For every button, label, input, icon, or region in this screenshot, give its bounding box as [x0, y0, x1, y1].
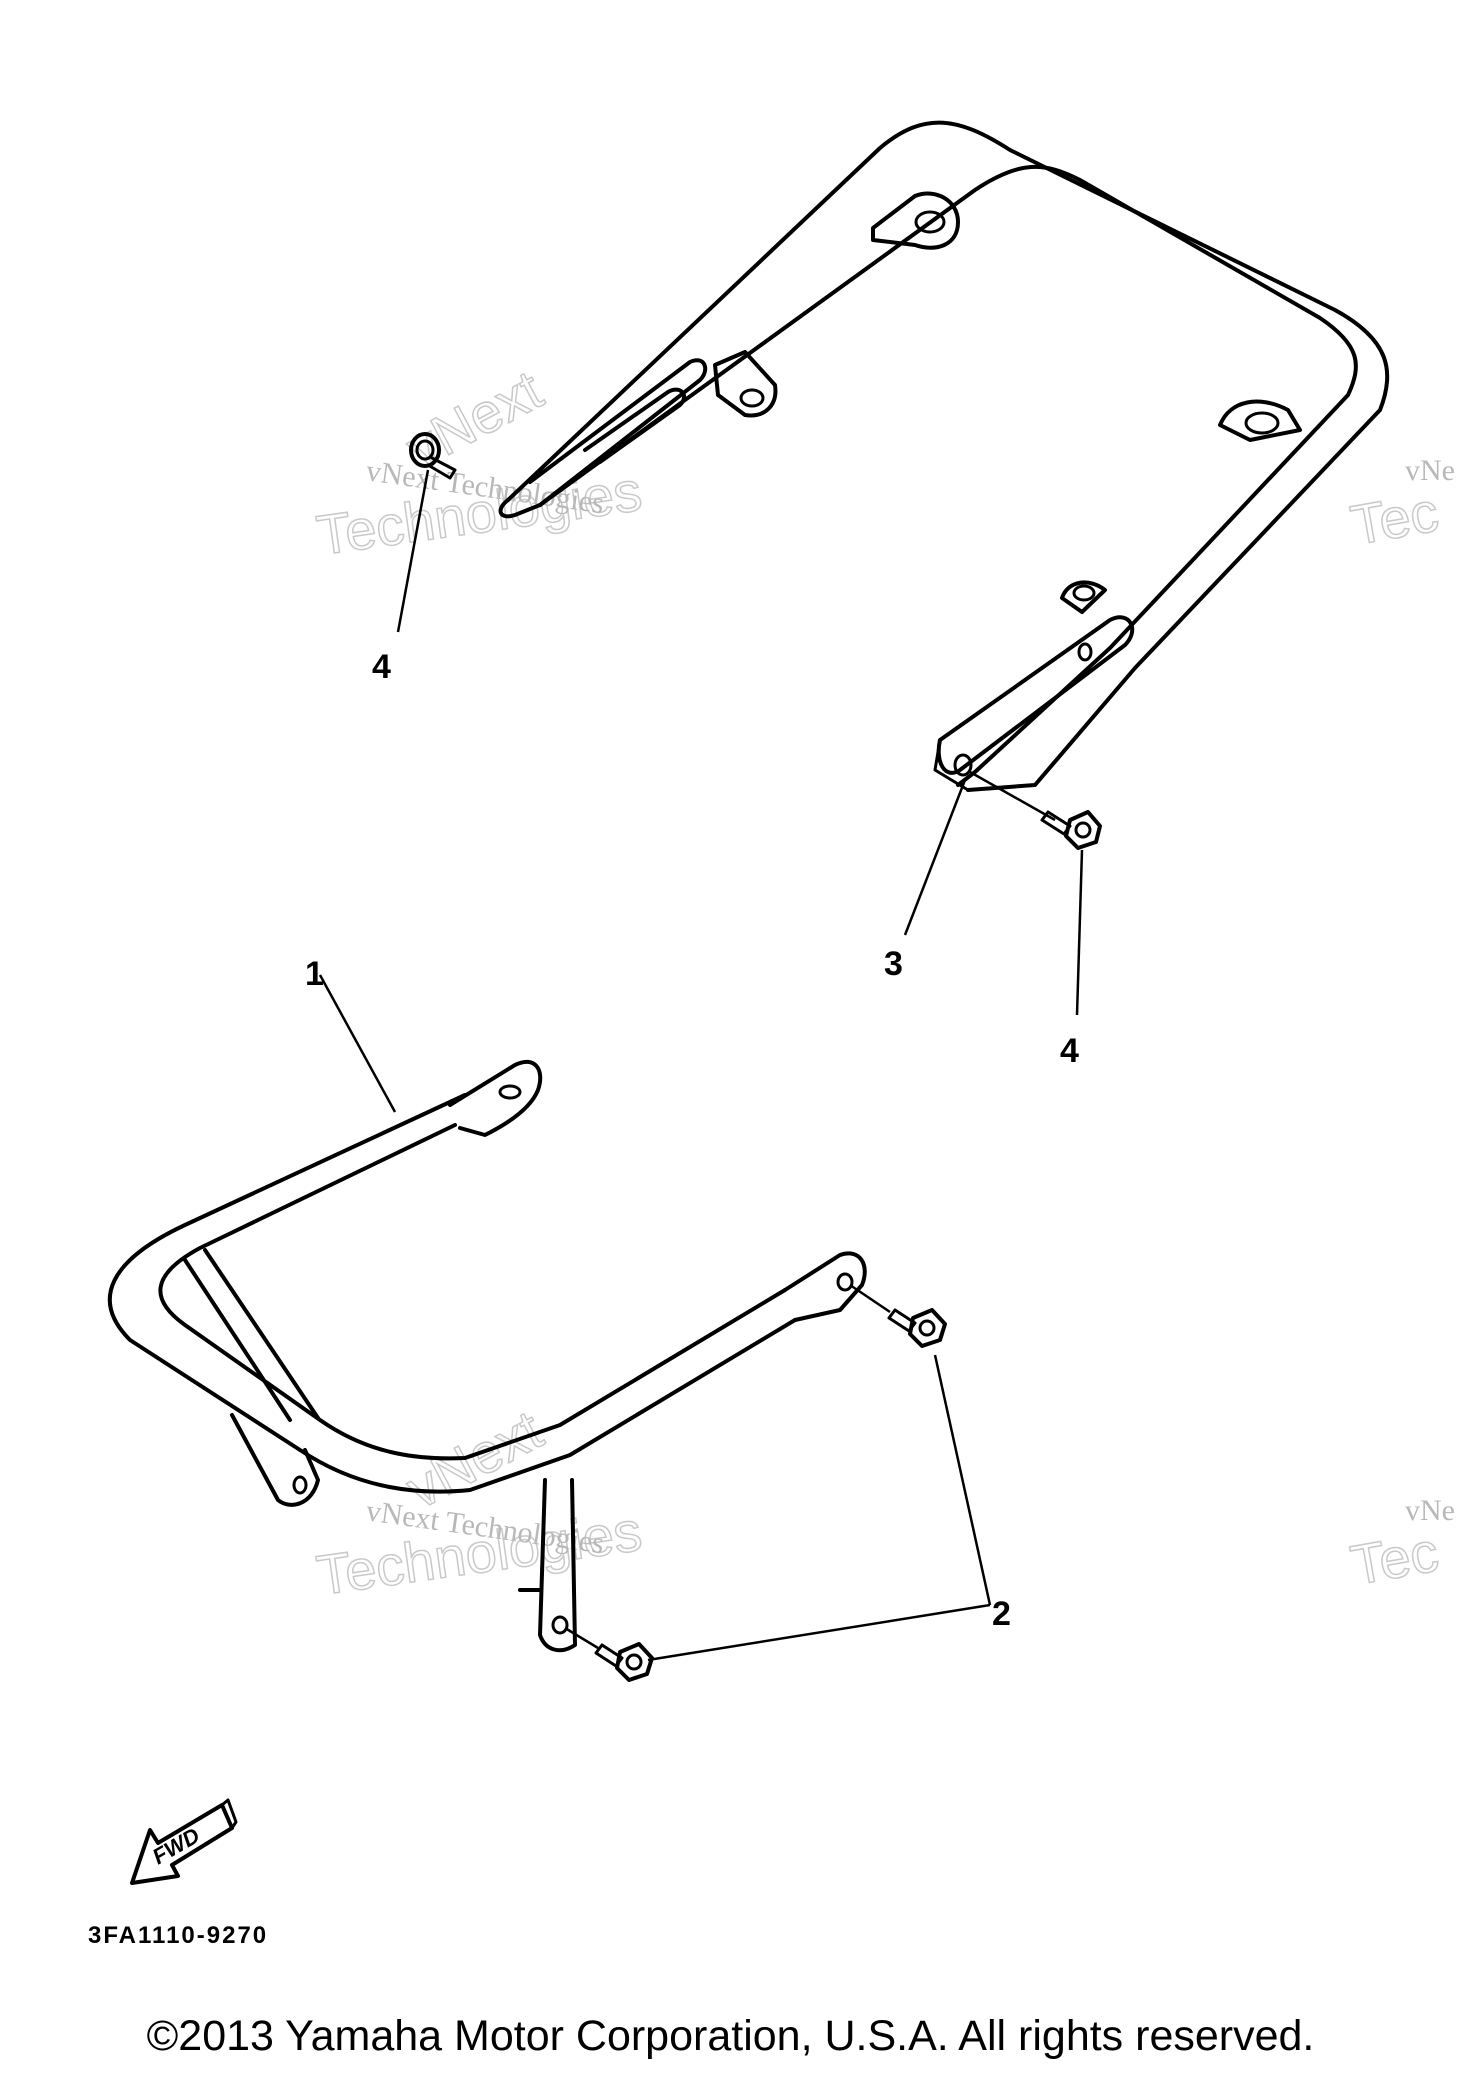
callout-3: 3 — [884, 945, 903, 983]
bolt-part-2-bottom — [594, 1642, 654, 1682]
bolt-part-4-right — [1040, 810, 1102, 850]
copyright-notice: ©2013 Yamaha Motor Corporation, U.S.A. A… — [146, 2012, 1315, 2060]
frame-upper-part-3 — [498, 120, 1390, 792]
bolt-part-2-right — [887, 1308, 947, 1348]
callout-4-lower: 4 — [1060, 1032, 1079, 1070]
watermark-edge-tec: Tec — [1346, 1520, 1443, 1597]
watermark-edge-vne: vNe — [1405, 1494, 1455, 1527]
watermark-edge-tec: Tec — [1346, 480, 1443, 557]
callout-2: 2 — [992, 1595, 1011, 1633]
callout-1: 1 — [305, 955, 324, 993]
leader-lines — [318, 469, 1084, 1662]
watermark-edge-vne: vNe — [1405, 454, 1455, 487]
callout-4-upper: 4 — [372, 648, 391, 686]
bolt-part-4-upper-left — [409, 432, 457, 480]
part-code: 3FA1110-9270 — [88, 1922, 268, 1949]
guard-lower-part-1 — [107, 1059, 867, 1653]
fwd-arrow-icon: FWD — [130, 1798, 238, 1885]
watermark-bottom: Technologies vNext vNext Technologies — [312, 1397, 646, 1608]
watermark-edge: vNe Tec vNe Tec — [1345, 454, 1455, 1598]
